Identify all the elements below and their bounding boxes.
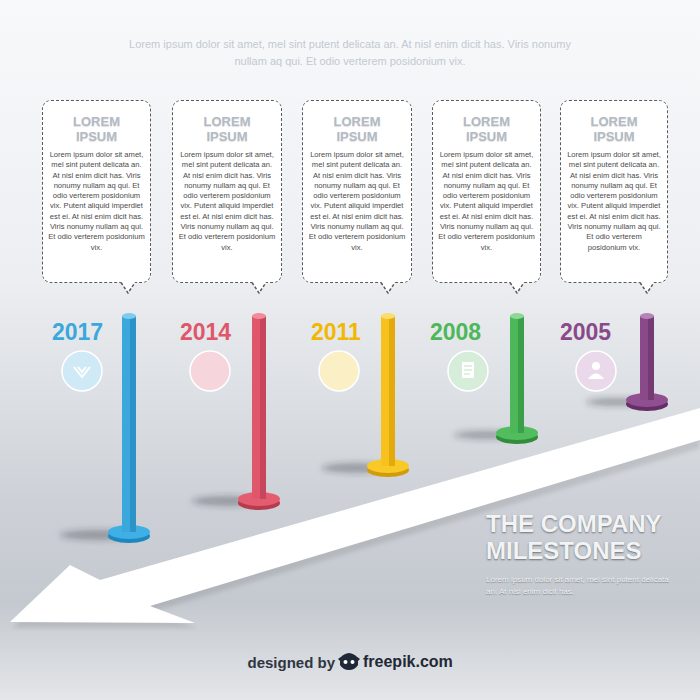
box-body: Lorem ipsum dolor sit amet, mel sint put… bbox=[178, 150, 276, 253]
bubble-tail bbox=[509, 281, 525, 295]
box-heading: LOREM IPSUM bbox=[582, 114, 646, 144]
year-label: 2017 bbox=[52, 319, 103, 345]
speech-bubble-box: LOREM IPSUM Lorem ipsum dolor sit amet, m… bbox=[560, 100, 668, 283]
timeline-pin bbox=[626, 313, 668, 411]
timeline-pin bbox=[367, 313, 409, 477]
icon-circle bbox=[448, 351, 488, 391]
year-label: 2008 bbox=[430, 319, 481, 345]
bubble-tail bbox=[380, 281, 396, 295]
icon-circle bbox=[62, 351, 102, 391]
description-text: Lorem ipsum dolor sit amet, mel sint put… bbox=[486, 574, 671, 598]
intro-text: Lorem ipsum dolor sit amet, mel sint put… bbox=[115, 36, 585, 70]
icon-circle bbox=[576, 351, 616, 391]
year-label: 2005 bbox=[560, 319, 611, 345]
box-heading: LOREM IPSUM bbox=[325, 114, 389, 144]
freepik-logo bbox=[338, 653, 360, 670]
timeline-arrow bbox=[10, 408, 700, 623]
bubble-tail bbox=[639, 281, 655, 295]
box-body: Lorem ipsum dolor sit amet, mel sint put… bbox=[48, 150, 145, 253]
timeline-pin bbox=[496, 313, 538, 444]
milestones-title: THE COMPANY MILESTONES bbox=[486, 510, 676, 564]
speech-bubble-box: LOREM IPSUM Lorem ipsum dolor sit amet, m… bbox=[432, 100, 541, 283]
timeline-pin bbox=[238, 313, 280, 510]
icon-circle bbox=[190, 351, 230, 391]
speech-bubble-box: LOREM IPSUM Lorem ipsum dolor sit amet, m… bbox=[42, 100, 151, 283]
box-body: Lorem ipsum dolor sit amet, mel sint put… bbox=[438, 150, 535, 253]
speech-bubble-box: LOREM IPSUM Lorem ipsum dolor sit amet, m… bbox=[172, 100, 282, 283]
box-heading: LOREM IPSUM bbox=[65, 114, 129, 144]
box-heading: LOREM IPSUM bbox=[455, 114, 519, 144]
year-label: 2014 bbox=[180, 319, 231, 345]
box-body: Lorem ipsum dolor sit amet, mel sint put… bbox=[566, 150, 662, 253]
box-body: Lorem ipsum dolor sit amet, mel sint put… bbox=[308, 150, 406, 253]
timeline-pin bbox=[108, 313, 150, 543]
year-label: 2011 bbox=[311, 319, 361, 345]
bubble-tail bbox=[120, 281, 136, 295]
credit-site: freepik.com bbox=[363, 653, 453, 671]
speech-bubble-box: LOREM IPSUM Lorem ipsum dolor sit amet, m… bbox=[302, 100, 412, 283]
bubble-tail bbox=[251, 281, 267, 295]
credit-text: designed by bbox=[247, 654, 335, 672]
box-heading: LOREM IPSUM bbox=[195, 114, 259, 144]
icon-circle bbox=[319, 351, 359, 391]
